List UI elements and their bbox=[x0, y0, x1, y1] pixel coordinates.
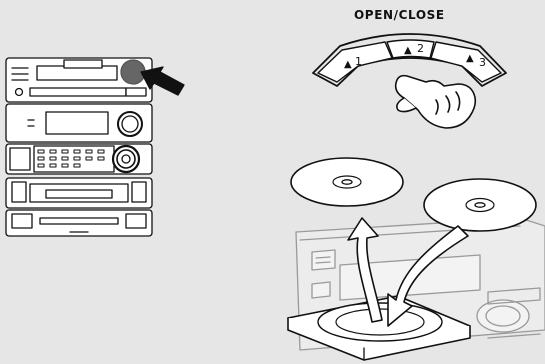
button-3-glyph: ▲ bbox=[466, 53, 474, 64]
button-2-glyph: ▲ bbox=[404, 45, 412, 56]
pointing-hand-icon bbox=[396, 76, 476, 128]
stereo-system bbox=[6, 58, 152, 236]
button-1-number: 1 bbox=[355, 55, 362, 68]
disc-left bbox=[291, 158, 403, 206]
button-3-number: 3 bbox=[479, 56, 486, 69]
button-2-number: 2 bbox=[417, 42, 424, 55]
disc-right bbox=[424, 179, 536, 231]
button-1-glyph: ▲ bbox=[344, 59, 352, 70]
